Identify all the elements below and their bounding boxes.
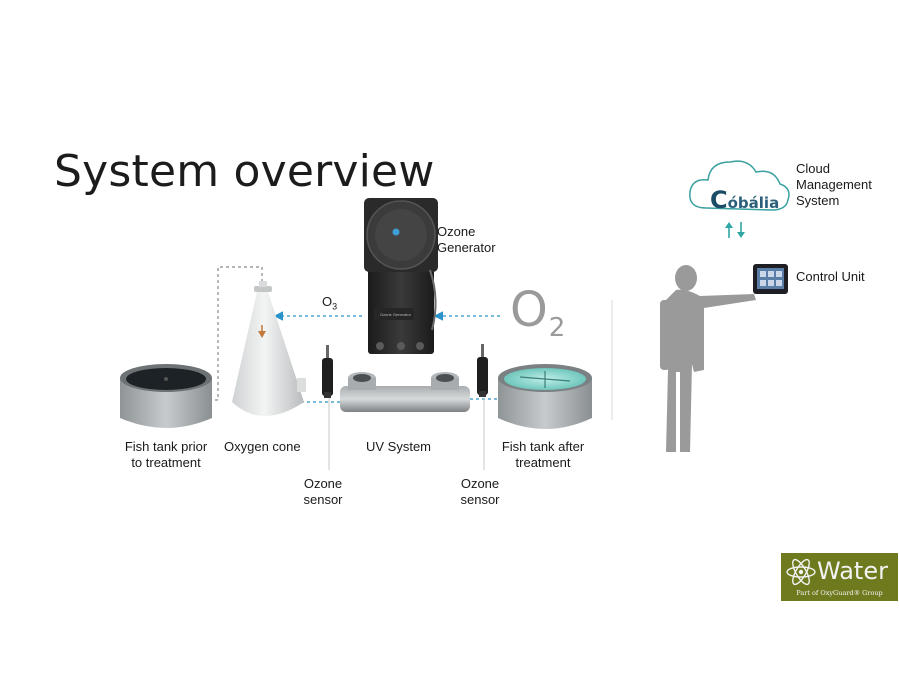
oxygen-cone-label: Oxygen cone [224, 439, 301, 454]
o2-label: O2 [510, 282, 567, 343]
fish-tank-after-label: Fish tank after treatment [501, 439, 585, 470]
page-title: System overview [54, 146, 435, 197]
atom-icon [786, 558, 816, 586]
updown-arrows-icon [725, 222, 745, 238]
svg-text:Ozone Generator: Ozone Generator [380, 312, 412, 317]
cloud-management-label: Cloud Management System [796, 161, 872, 208]
cobalia-logo: Cóbália [710, 186, 780, 214]
ozone-sensor-right-label: Ozone sensor [460, 476, 500, 507]
control-unit-label: Control Unit [796, 269, 865, 284]
ozone-generator-label: Ozone Generator [437, 224, 496, 255]
brand-logo: Water Part of OxyGuard® Group [781, 553, 898, 601]
o3-label: O3 [322, 294, 338, 312]
ozone-sensor-left-icon [322, 345, 333, 398]
control-unit-icon [753, 264, 788, 294]
uv-system-icon [340, 372, 470, 412]
brand-logo-word: Water [817, 557, 888, 585]
ozone-generator-icon: Ozone Generator [364, 198, 438, 354]
ozone-sensor-left-label: Ozone sensor [303, 476, 343, 507]
oxygen-cone-icon [232, 281, 306, 416]
fish-tank-after-icon [498, 364, 592, 429]
fish-tank-prior-icon [120, 364, 212, 428]
ozone-sensor-right-icon [477, 344, 488, 397]
brand-logo-tagline: Part of OxyGuard® Group [796, 589, 883, 597]
cloud-icon [689, 160, 790, 211]
fish-tank-prior-label: Fish tank prior to treatment [124, 439, 208, 470]
uv-system-label: UV System [366, 439, 432, 454]
person-silhouette-icon [660, 265, 756, 452]
